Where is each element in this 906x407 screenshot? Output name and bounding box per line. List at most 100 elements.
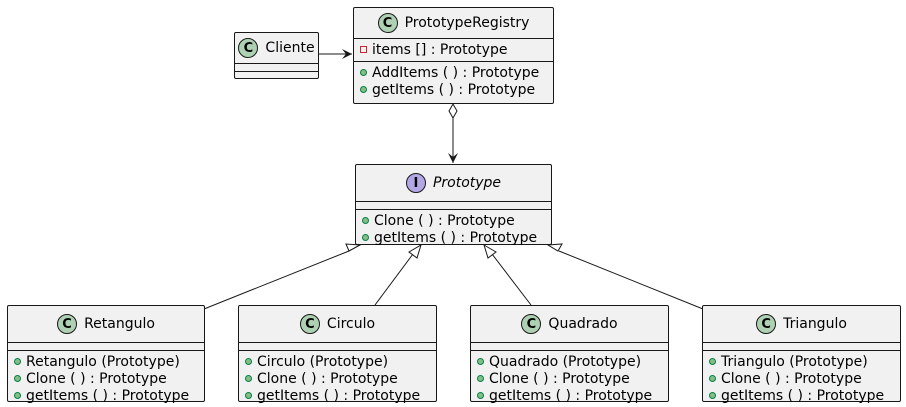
method-text: Triangulo (Prototype)	[721, 353, 868, 370]
method-row: Quadrado (Prototype)	[477, 353, 662, 370]
public-visibility-icon	[477, 375, 484, 382]
method-text: AddItems ( ) : Prototype	[372, 64, 540, 81]
edge-circulo-prototype	[374, 253, 414, 306]
method-row: getItems ( ) : Prototype	[14, 387, 198, 404]
class-header: I Prototype	[356, 165, 551, 201]
method-row: Clone ( ) : Prototype	[709, 370, 894, 387]
class-prototype-registry[interactable]: C PrototypeRegistry items [] : Prototype…	[353, 7, 554, 104]
realization-head-triangulo	[546, 243, 563, 252]
public-visibility-icon	[360, 69, 367, 76]
public-visibility-icon	[14, 392, 21, 399]
method-text: getItems ( ) : Prototype	[372, 81, 536, 98]
class-quadrado[interactable]: C Quadrado Quadrado (Prototype) Clone ( …	[470, 305, 669, 404]
fields-section	[356, 201, 551, 209]
methods-section: Quadrado (Prototype) Clone ( ) : Prototy…	[471, 350, 668, 407]
method-text: Clone ( ) : Prototype	[257, 370, 398, 387]
class-name: Retangulo	[84, 316, 155, 332]
methods-section	[235, 71, 318, 79]
class-badge-icon: C	[57, 314, 78, 334]
method-text: Clone ( ) : Prototype	[489, 370, 630, 387]
method-row: getItems ( ) : Prototype	[362, 229, 545, 246]
class-name: Cliente	[265, 40, 315, 56]
public-visibility-icon	[709, 358, 716, 365]
method-row: getItems ( ) : Prototype	[245, 387, 430, 404]
class-badge-icon: C	[238, 38, 259, 58]
public-visibility-icon	[14, 375, 21, 382]
class-retangulo[interactable]: C Retangulo Retangulo (Prototype) Clone …	[7, 305, 205, 404]
fields-section	[471, 342, 668, 350]
interface-badge-icon: I	[405, 173, 426, 193]
method-row: Clone ( ) : Prototype	[14, 370, 198, 387]
public-visibility-icon	[14, 358, 21, 365]
class-cliente[interactable]: C Cliente	[234, 32, 319, 79]
method-row: getItems ( ) : Prototype	[360, 81, 547, 98]
class-triangulo[interactable]: C Triangulo Triangulo (Prototype) Clone …	[702, 305, 901, 404]
method-text: Circulo (Prototype)	[257, 353, 389, 370]
edge-triangulo-prototype	[558, 250, 704, 310]
class-name: PrototypeRegistry	[404, 15, 530, 31]
realization-head-retangulo	[345, 243, 362, 252]
method-text: Retangulo (Prototype)	[26, 353, 180, 370]
public-visibility-icon	[245, 358, 252, 365]
method-row: Circulo (Prototype)	[245, 353, 430, 370]
public-visibility-icon	[245, 392, 252, 399]
method-row: getItems ( ) : Prototype	[477, 387, 662, 404]
public-visibility-icon	[362, 217, 369, 224]
class-name: Triangulo	[783, 316, 847, 332]
method-row: Clone ( ) : Prototype	[477, 370, 662, 387]
class-header: C Triangulo	[703, 306, 900, 342]
method-text: getItems ( ) : Prototype	[257, 387, 421, 404]
method-row: Retangulo (Prototype)	[14, 353, 198, 370]
method-row: Clone ( ) : Prototype	[362, 212, 545, 229]
methods-section: AddItems ( ) : Prototype getItems ( ) : …	[354, 61, 553, 101]
class-name: Prototype	[432, 175, 502, 191]
class-header: C Circulo	[239, 306, 436, 342]
public-visibility-icon	[360, 86, 367, 93]
method-text: Clone ( ) : Prototype	[26, 370, 167, 387]
public-visibility-icon	[477, 392, 484, 399]
fields-section	[703, 342, 900, 350]
edge-quadrado-prototype	[491, 253, 532, 306]
method-text: Quadrado (Prototype)	[489, 353, 642, 370]
public-visibility-icon	[362, 234, 369, 241]
aggregation-diamond	[448, 102, 458, 120]
class-badge-icon: C	[756, 314, 777, 334]
method-text: getItems ( ) : Prototype	[489, 387, 653, 404]
method-text: getItems ( ) : Prototype	[721, 387, 885, 404]
class-header: C Retangulo	[8, 306, 204, 342]
class-name: Quadrado	[548, 316, 618, 332]
fields-section: items [] : Prototype	[354, 38, 553, 61]
edge-retangulo-prototype	[203, 250, 350, 310]
method-row: getItems ( ) : Prototype	[709, 387, 894, 404]
methods-section: Circulo (Prototype) Clone ( ) : Prototyp…	[239, 350, 436, 407]
methods-section: Clone ( ) : Prototype getItems ( ) : Pro…	[356, 209, 551, 249]
fields-section	[239, 342, 436, 350]
field-text: items [] : Prototype	[372, 41, 508, 58]
interface-prototype[interactable]: I Prototype Clone ( ) : Prototype getIte…	[355, 164, 552, 246]
methods-section: Retangulo (Prototype) Clone ( ) : Protot…	[8, 350, 204, 407]
fields-section	[8, 342, 204, 350]
method-row: Clone ( ) : Prototype	[245, 370, 430, 387]
method-text: Clone ( ) : Prototype	[374, 212, 515, 229]
method-text: Clone ( ) : Prototype	[721, 370, 862, 387]
field-row: items [] : Prototype	[360, 41, 547, 58]
public-visibility-icon	[477, 358, 484, 365]
methods-section: Triangulo (Prototype) Clone ( ) : Protot…	[703, 350, 900, 407]
method-row: Triangulo (Prototype)	[709, 353, 894, 370]
method-text: getItems ( ) : Prototype	[374, 229, 538, 246]
class-circulo[interactable]: C Circulo Circulo (Prototype) Clone ( ) …	[238, 305, 437, 404]
class-header: C Cliente	[235, 33, 318, 63]
realization-head-quadrado	[483, 243, 497, 259]
class-header: C Quadrado	[471, 306, 668, 342]
public-visibility-icon	[245, 375, 252, 382]
public-visibility-icon	[709, 375, 716, 382]
class-badge-icon: C	[521, 314, 542, 334]
class-badge-icon: C	[377, 13, 398, 33]
class-header: C PrototypeRegistry	[354, 8, 553, 38]
realization-head-circulo	[408, 243, 422, 259]
method-text: getItems ( ) : Prototype	[26, 387, 190, 404]
class-name: Circulo	[326, 316, 376, 332]
fields-section	[235, 63, 318, 71]
class-badge-icon: C	[299, 314, 320, 334]
